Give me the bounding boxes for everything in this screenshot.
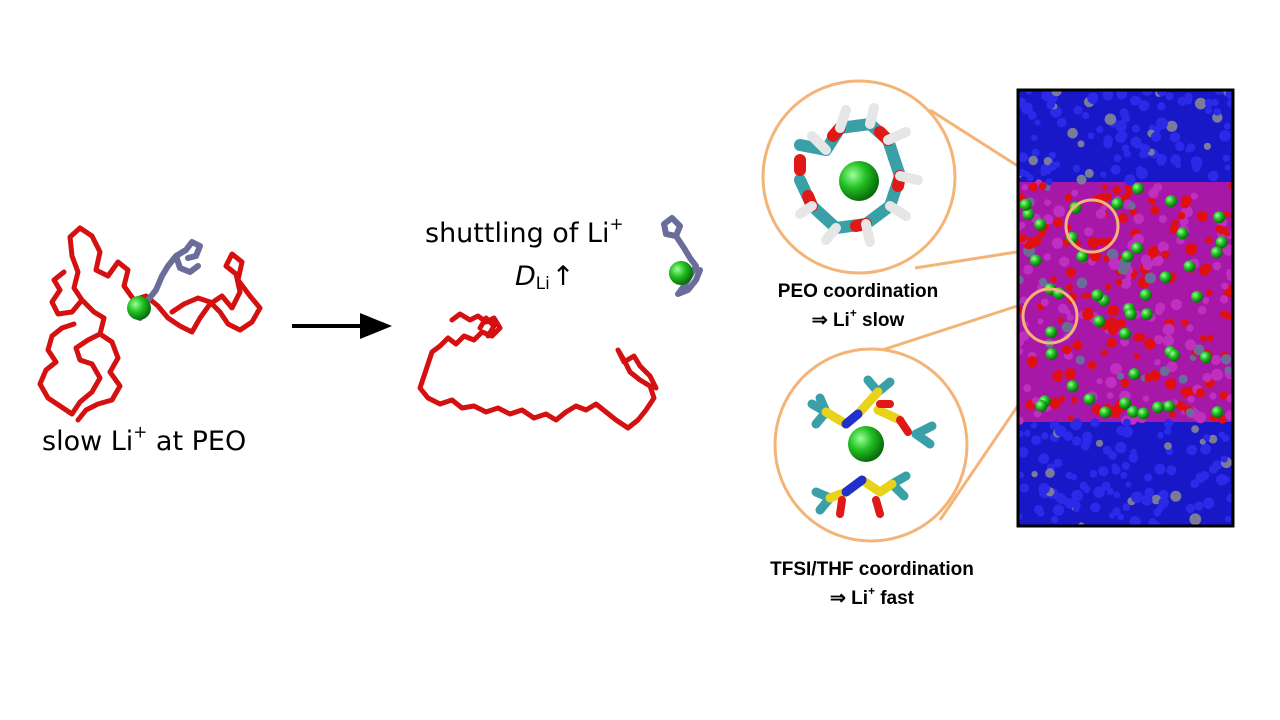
lithium-ion-left — [127, 296, 151, 320]
thf-chain-left — [137, 239, 203, 321]
lithium-ion-middle — [669, 261, 693, 285]
peo-chain-middle — [417, 311, 659, 431]
free-thf-li — [661, 215, 703, 297]
zoom-circle-tfsi — [773, 347, 969, 543]
tfsi-coordination-caption: TFSI/THF coordination ⇒ Li+ fast — [770, 559, 974, 609]
simulation-box — [1016, 88, 1235, 528]
left-peo-chain — [37, 225, 263, 423]
left-caption: slow Li+ at PEO — [42, 421, 247, 457]
box-highlight-top — [1064, 198, 1120, 254]
peo-coordination-caption: PEO coordination ⇒ Li+ slow — [777, 281, 939, 331]
box-highlight-bottom — [1021, 287, 1079, 345]
peo-chain-left — [37, 225, 263, 423]
process-arrow — [292, 313, 392, 339]
middle-caption: shuttling of Li+ — [425, 213, 624, 249]
diffusion-label: DLi↑ — [515, 261, 575, 294]
zoom-circle-peo — [761, 79, 957, 275]
